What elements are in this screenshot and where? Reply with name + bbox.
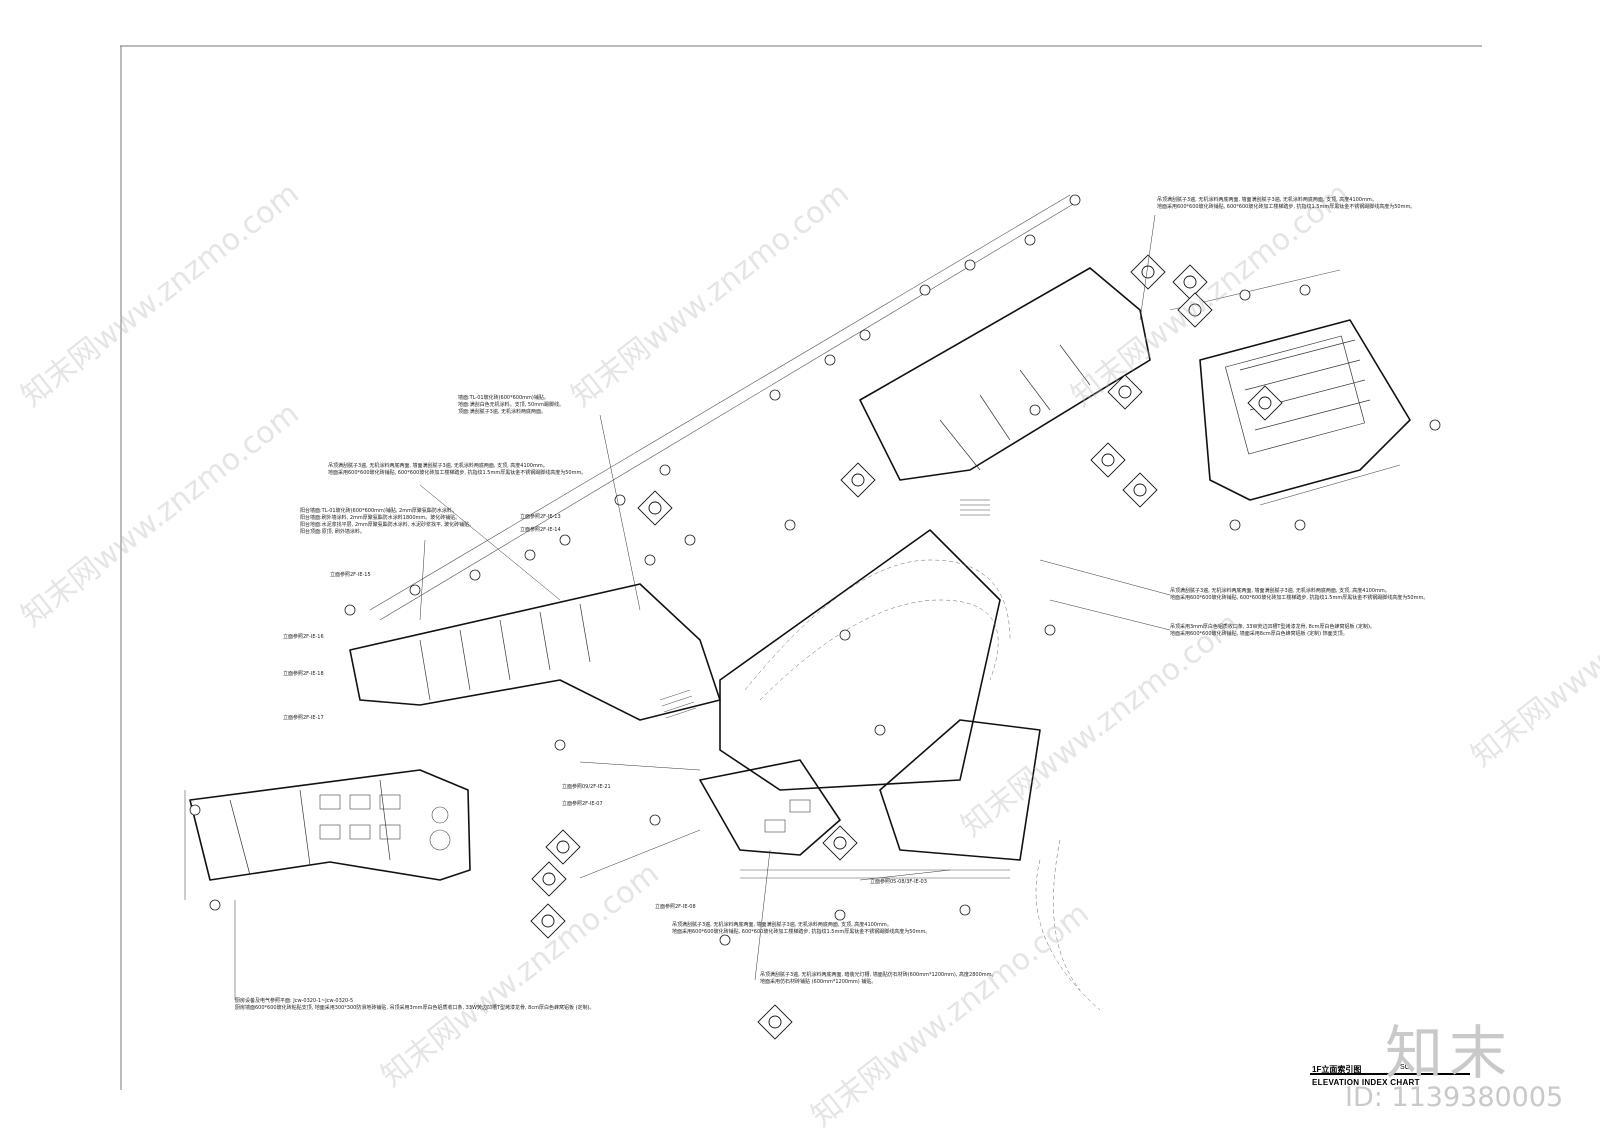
watermark-id: ID: 1139380005 — [1345, 1082, 1564, 1113]
lobby-outline — [719, 529, 1001, 791]
ref-tag-03: 立面参照05-08/3F-IE-03 — [870, 879, 927, 885]
note-bottom-center: 吊顶满刮腻子3遍, 无机涂料两底两面, 暗装光灯槽, 墙面贴仿石材砖(600mm… — [760, 972, 997, 985]
note-bottom-mid: 吊顶满刮腻子3遍, 无机涂料两底两面, 墙面满刮腻子3遍, 无机涂料两底两面, … — [672, 922, 931, 935]
ref-tag-21: 立面参照09/2F-IE-21 — [562, 784, 611, 790]
note-top-right: 吊顶满刮腻子3遍, 无机涂料两底两面, 墙面满刮腻子3遍, 无机涂料两底两面, … — [1157, 197, 1416, 210]
watermark-logo: 知末 — [1385, 1019, 1514, 1087]
ref-tag-08: 立面参照2F-IE-08 — [655, 904, 696, 910]
note-top-center: 墙面:TL-01玻化砖(600*600mm)铺贴。 地面:满刮白色无机涂料。支顶… — [458, 395, 564, 415]
note-right-mid-1: 吊顶满刮腻子3遍, 无机涂料两底两面, 墙面满刮腻子3遍, 无机涂料两底两面, … — [1170, 588, 1429, 601]
note-kitchen: 厨房设备及电气参照平面: Jcw-0320-1~Jcw-0320-5 厨房墙面6… — [235, 998, 595, 1011]
guest-wing-outline — [349, 583, 721, 721]
ref-tag-15: 立面参照2F-IE-15 — [330, 572, 371, 578]
south-lobby-outline — [699, 759, 841, 856]
note-balcony: 阳台墙面:TL-01玻化砖(600*600mm)铺贴, 2mm厚聚氨酯防水涂料。… — [300, 508, 475, 535]
dining-hall-outline — [189, 769, 471, 881]
drawing-scale-label: SC — [1400, 1064, 1410, 1071]
note-mid-left: 吊顶满刮腻子3遍, 无机涂料两底两面, 墙面满刮腻子3遍, 无机涂料两底两面, … — [328, 463, 587, 476]
ref-tag-16: 立面参照2F-IE-16 — [283, 634, 324, 640]
ref-tag-17: 立面参照2F-IE-17 — [283, 715, 324, 721]
ref-tag-14: 立面参照2F-IE-14 — [520, 527, 561, 533]
drawing-title-en: ELEVATION INDEX CHART — [1312, 1078, 1420, 1087]
upper-wing-outline — [859, 267, 1151, 481]
ref-tag-18: 立面参照2F-IE-18 — [283, 671, 324, 677]
lower-hall-outline — [879, 719, 1041, 861]
note-right-mid-2: 吊顶采用3mm厚白色铝质收口条, 33W荧边凹槽T型烤漆龙骨, 8cm厚白色蜂窝… — [1170, 624, 1375, 637]
ref-tag-13: 立面参照2F-IE-13 — [520, 514, 561, 520]
drawing-title-cn: 1F立面索引图 — [1312, 1065, 1362, 1074]
ref-tag-07: 立面参照2F-IE-07 — [562, 801, 603, 807]
auditorium-outline — [1199, 319, 1411, 501]
